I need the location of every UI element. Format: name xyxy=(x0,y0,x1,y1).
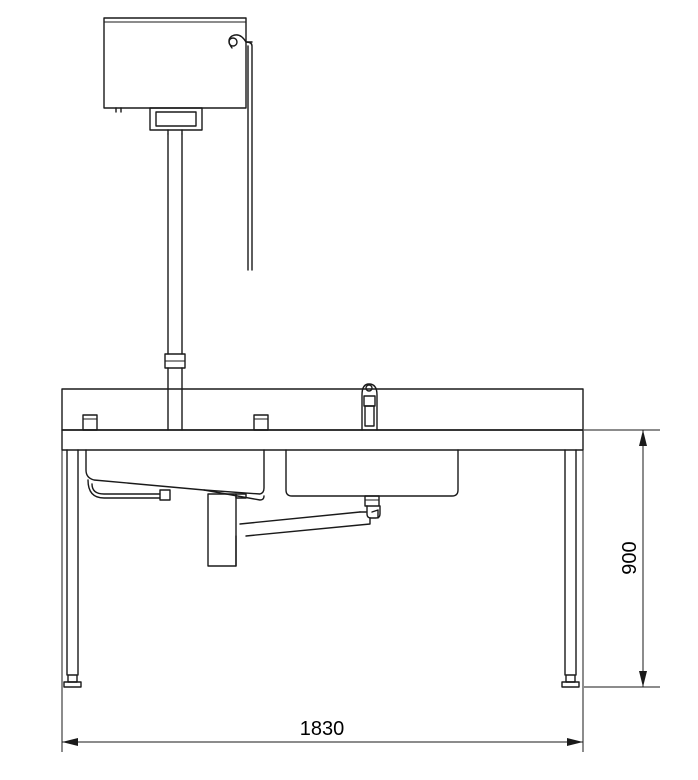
dimension-height-label: 900 xyxy=(619,541,641,574)
dimension-width xyxy=(61,450,584,752)
slop-hopper xyxy=(85,449,265,501)
flush-pipe xyxy=(164,133,186,431)
sink-waste xyxy=(239,495,381,537)
worktop-outlets xyxy=(82,414,269,431)
cistern xyxy=(103,17,247,135)
tap xyxy=(361,383,378,431)
flush-lever xyxy=(228,34,253,271)
dimension-width-label: 1830 xyxy=(300,718,345,740)
dimension-height xyxy=(584,429,660,688)
worktop xyxy=(61,388,584,451)
hopper-waste xyxy=(207,493,247,567)
sink-bowl xyxy=(285,449,459,497)
legs xyxy=(63,449,580,688)
